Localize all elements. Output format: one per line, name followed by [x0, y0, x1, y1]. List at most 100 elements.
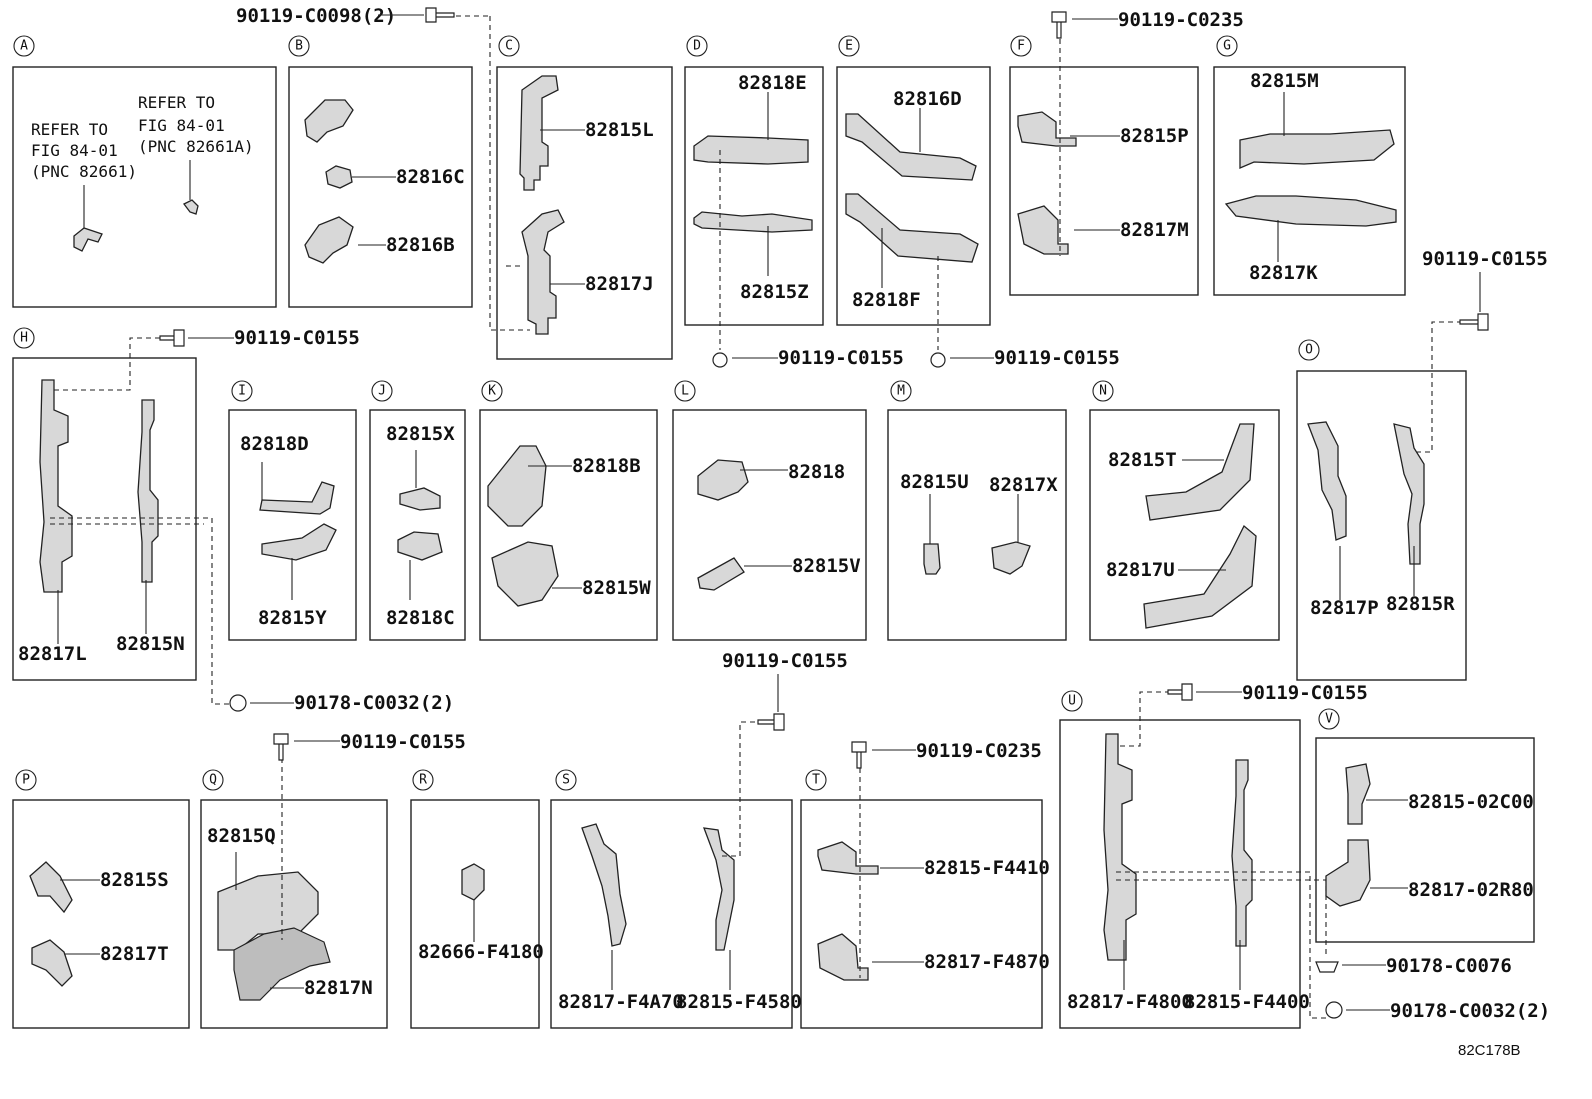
part-label-82817-f4800: 82817-F4800	[1067, 991, 1193, 1013]
section-n-box	[1089, 409, 1280, 641]
section-f-marker: F	[1010, 35, 1032, 57]
refer-a-right-line3: (PNC 82661A)	[138, 137, 254, 156]
svg-text:T: T	[812, 773, 820, 788]
section-l-marker: L	[674, 380, 696, 402]
section-j-box	[369, 409, 466, 641]
fastener-h-bottom: 90178-C0032(2)	[229, 692, 454, 714]
section-p-marker: P	[15, 769, 37, 791]
svg-text:M: M	[897, 384, 905, 399]
screw-icon	[229, 694, 247, 712]
part-label-82815u: 82815U	[900, 471, 969, 493]
part-label-82817p: 82817P	[1310, 597, 1379, 619]
section-e-marker: E	[838, 35, 860, 57]
bracket-part-82818f	[845, 193, 979, 263]
svg-text:D: D	[693, 39, 701, 54]
part-label-82817m: 82817M	[1120, 219, 1189, 241]
part-label-82817l: 82817L	[18, 643, 87, 665]
section-i-marker: I	[231, 380, 253, 402]
fastener-d-bottom: 90119-C0155	[712, 347, 904, 369]
bracket-part-82817-f4800	[1103, 733, 1137, 961]
clip-part-82815u	[923, 543, 941, 575]
section-t-marker: T	[805, 769, 827, 791]
part-label-82815t: 82815T	[1108, 449, 1177, 471]
section-n-marker: N	[1092, 380, 1114, 402]
section-t-box	[800, 799, 1043, 1029]
part-label-82818f: 82818F	[852, 289, 921, 311]
section-a-marker: A	[13, 35, 35, 57]
clip-part-82816b	[304, 216, 354, 264]
part-label-82817-02r80: 82817-02R80	[1408, 879, 1534, 901]
svg-text:90178-C0032(2): 90178-C0032(2)	[294, 692, 454, 714]
clip-part-82815s	[29, 861, 73, 914]
svg-text:C: C	[505, 39, 513, 54]
section-q-box	[200, 799, 388, 1029]
svg-text:P: P	[22, 773, 30, 788]
svg-text:O: O	[1305, 343, 1313, 358]
svg-text:90119-C0155: 90119-C0155	[722, 650, 848, 672]
clip-part-82815-02c00	[1345, 763, 1371, 825]
section-c-box	[496, 66, 673, 360]
bracket-part-82815r	[1393, 423, 1425, 565]
clip-part-82815x	[399, 487, 441, 511]
svg-text:90119-C0235: 90119-C0235	[1118, 9, 1244, 31]
part-label-82815w: 82815W	[582, 577, 651, 599]
svg-text:N: N	[1099, 384, 1107, 399]
clamp-part-a2	[183, 199, 199, 215]
svg-text:90119-C0155: 90119-C0155	[778, 347, 904, 369]
svg-text:E: E	[845, 39, 853, 54]
section-d-marker: D	[686, 35, 708, 57]
tube-part-82815y	[261, 523, 337, 561]
part-label-82817-f4a70: 82817-F4A70	[558, 991, 684, 1013]
bracket-part-82815-f4580	[703, 827, 735, 951]
section-i-box	[228, 409, 357, 641]
fastener-s-top: 90119-C0155	[722, 650, 848, 731]
part-label-82818: 82818	[788, 461, 845, 483]
part-label-82815-f4580: 82815-F4580	[676, 991, 802, 1013]
bracket-part-82815-f4400	[1231, 759, 1253, 947]
part-label-82815z: 82815Z	[740, 281, 809, 303]
section-r-marker: R	[412, 769, 434, 791]
svg-text:V: V	[1325, 712, 1333, 727]
svg-text:U: U	[1068, 694, 1076, 709]
section-h-marker: H	[13, 327, 35, 349]
bracket-part-82815z	[693, 211, 813, 233]
svg-text:S: S	[562, 773, 570, 788]
fastener-q-top: 90119-C0155	[273, 731, 466, 761]
part-label-82817n: 82817N	[304, 977, 373, 999]
section-g-marker: G	[1216, 35, 1238, 57]
svg-text:90119-C0155: 90119-C0155	[994, 347, 1120, 369]
svg-text:90119-C0155: 90119-C0155	[234, 327, 360, 349]
part-label-82817t: 82817T	[100, 943, 169, 965]
fastener-h-top: 90119-C0155	[159, 327, 360, 349]
svg-text:90119-C0235: 90119-C0235	[916, 740, 1042, 762]
part-label-82815s: 82815S	[100, 869, 169, 891]
clip-part-82817x	[991, 541, 1031, 575]
section-r-box	[410, 799, 540, 1029]
part-label-82816b: 82816B	[386, 234, 455, 256]
clip-part-82817t	[31, 939, 73, 987]
part-label-82817k: 82817K	[1249, 262, 1318, 284]
section-m-box	[887, 409, 1067, 641]
bolt-icon	[159, 329, 185, 347]
section-s-marker: S	[555, 769, 577, 791]
section-e-box	[836, 66, 991, 326]
svg-text:G: G	[1223, 39, 1231, 54]
refer-a-right-line2: FIG 84-01	[138, 116, 225, 135]
bolt-icon	[273, 733, 289, 761]
section-k-box	[479, 409, 658, 641]
bolt-icon	[851, 741, 867, 769]
clip-part-82818c	[397, 531, 443, 561]
section-u-marker: U	[1061, 690, 1083, 712]
section-h-box	[12, 357, 197, 681]
clip-part-82666-f4180	[461, 863, 485, 901]
section-b-marker: B	[288, 35, 310, 57]
part-label-82815-f4410: 82815-F4410	[924, 857, 1050, 879]
clip-part-82816c	[325, 165, 353, 189]
cover-part-82817n	[233, 927, 331, 1001]
section-o-box	[1296, 370, 1467, 681]
section-q-marker: Q	[202, 769, 224, 791]
part-label-82815p: 82815P	[1120, 125, 1189, 147]
clip-part-82818	[697, 459, 749, 501]
svg-text:90178-C0076: 90178-C0076	[1386, 955, 1512, 977]
part-label-82815v: 82815V	[792, 555, 861, 577]
